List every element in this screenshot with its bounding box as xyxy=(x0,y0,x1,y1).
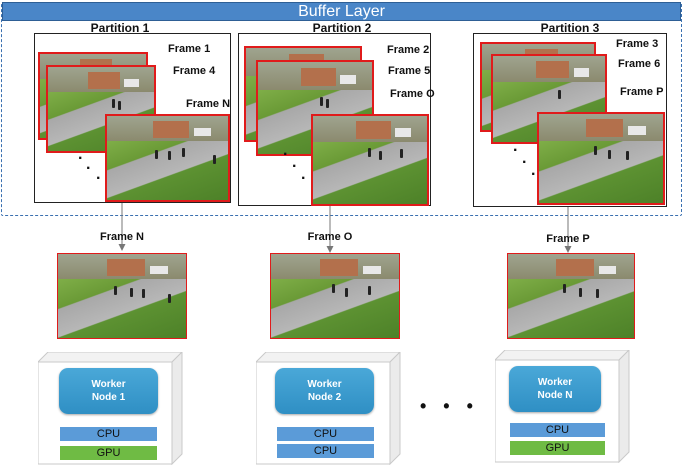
dispatched-frame-image xyxy=(270,253,400,339)
buffer-layer-title: Buffer Layer xyxy=(2,2,681,21)
frame-label: Frame N xyxy=(186,98,231,110)
frame-label: Frame 2 xyxy=(387,44,430,56)
more-frames-dots: · xyxy=(78,150,85,167)
more-frames-dots: · xyxy=(86,160,93,177)
more-frames-dots: · xyxy=(283,146,290,163)
dispatched-frame-image xyxy=(57,253,187,339)
gpu-bar: GPU xyxy=(510,441,605,455)
cpu-bar: CPU xyxy=(277,427,374,441)
worker-node-1: Worker Node 1 xyxy=(59,368,158,414)
partition-1-title: Partition 1 xyxy=(90,21,150,35)
dispatched-frame-label: Frame P xyxy=(546,233,590,245)
frame-label: Frame O xyxy=(390,88,435,100)
worker-node-2: Worker Node 2 xyxy=(275,368,374,414)
frame-label: Frame 4 xyxy=(173,65,216,77)
frame-thumbnail xyxy=(311,114,429,206)
dispatched-frame-label: Frame N xyxy=(99,231,145,243)
gpu-bar: GPU xyxy=(60,446,157,460)
partition-3-title: Partition 3 xyxy=(540,21,600,35)
worker-node-n: Worker Node N xyxy=(509,366,601,412)
partition-2-title: Partition 2 xyxy=(312,21,372,35)
more-frames-dots: · xyxy=(513,142,520,159)
more-frames-dots: · xyxy=(531,166,538,183)
frame-label: Frame 1 xyxy=(168,43,211,55)
more-nodes-ellipsis: • • • xyxy=(420,396,479,416)
more-frames-dots: · xyxy=(522,154,529,171)
frame-thumbnail xyxy=(537,112,665,205)
frame-label: Frame 3 xyxy=(616,38,659,50)
cpu-bar: CPU xyxy=(60,427,157,441)
frame-label: Frame 6 xyxy=(618,58,661,70)
dispatched-frame-label: Frame O xyxy=(307,231,353,243)
frame-thumbnail xyxy=(491,54,607,144)
more-frames-dots: · xyxy=(301,170,308,187)
more-frames-dots: · xyxy=(292,158,299,175)
cpu-bar: CPU xyxy=(277,444,374,458)
dispatched-frame-image xyxy=(507,253,635,339)
frame-label: Frame P xyxy=(620,86,664,98)
cpu-bar: CPU xyxy=(510,423,605,437)
more-frames-dots: · xyxy=(96,170,103,187)
frame-label: Frame 5 xyxy=(388,65,431,77)
frame-thumbnail xyxy=(105,114,230,202)
